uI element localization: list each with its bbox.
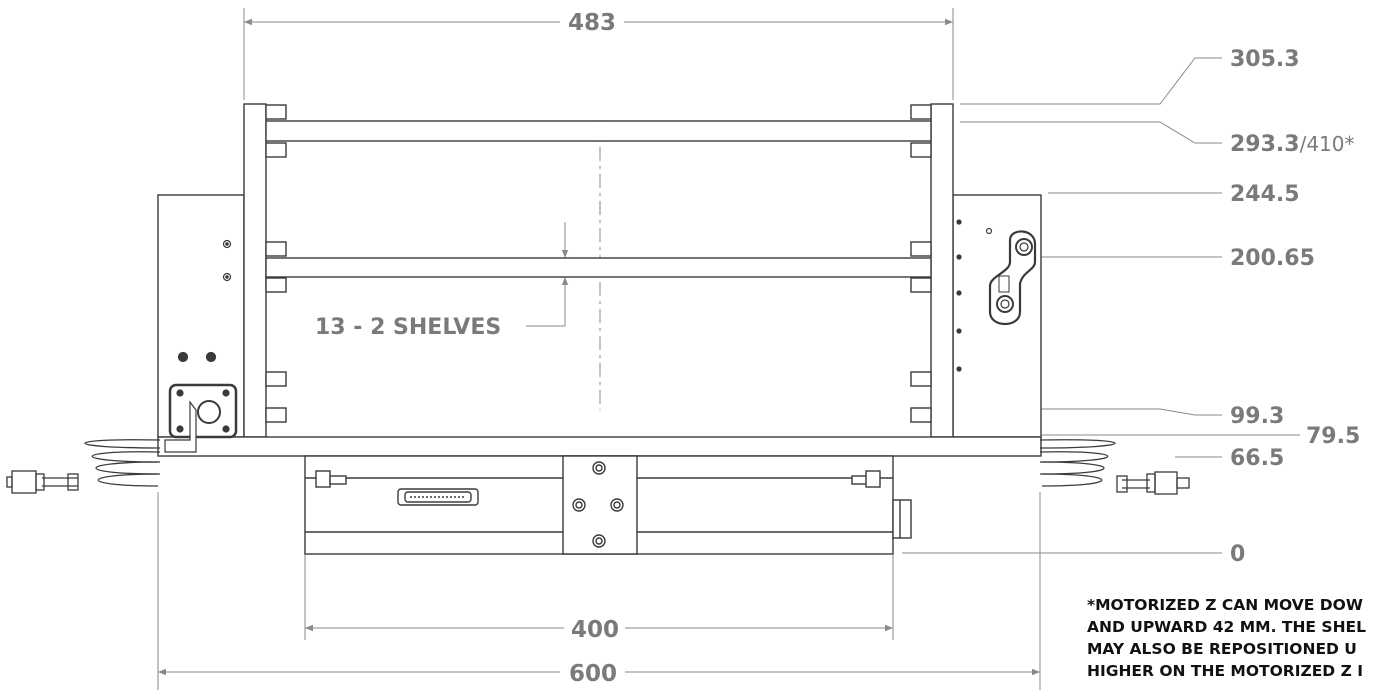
dim-305-3: 305.3 [1230, 47, 1300, 72]
note-line-1: *MOTORIZED Z CAN MOVE DOW [1087, 596, 1363, 614]
dim-293-3-suffix: /410* [1300, 132, 1355, 156]
left-upright [243, 103, 267, 438]
dim-293-3: 293.3/410* [1230, 132, 1355, 157]
dim-200-65: 200.65 [1230, 246, 1315, 271]
right-cable [1039, 439, 1190, 495]
left-side-panel [157, 194, 245, 438]
motorized-stage [304, 455, 912, 555]
dim-244-5: 244.5 [1230, 182, 1300, 207]
frame [157, 103, 1042, 457]
dim-483: 483 [568, 10, 616, 36]
note-line-2: AND UPWARD 42 MM. THE SHEL [1087, 618, 1366, 636]
dim-79-5: 79.5 [1306, 424, 1360, 449]
dim-400: 400 [571, 617, 619, 643]
dim-0: 0 [1230, 542, 1245, 567]
right-side-panel [952, 194, 1042, 438]
dim-600: 600 [569, 661, 617, 687]
right-panel-details [956, 219, 1037, 372]
left-panel-details [164, 239, 238, 453]
dim-293-3-value: 293.3 [1230, 132, 1300, 157]
note-line-4: HIGHER ON THE MOTORIZED Z I [1087, 662, 1363, 680]
motorized-z-note: *MOTORIZED Z CAN MOVE DOW AND UPWARD 42 … [1087, 594, 1396, 682]
base-plate [157, 436, 1042, 457]
dim-99-3: 99.3 [1230, 404, 1284, 429]
dimension-lines [157, 8, 1300, 690]
note-line-3: MAY ALSO BE REPOSITIONED U [1087, 640, 1357, 658]
dim-66-5: 66.5 [1230, 446, 1284, 471]
dimension-labels: 483 400 600 305.3 293.3/410* 244.5 200.6… [315, 10, 1360, 687]
dim-shelves: 13 - 2 SHELVES [315, 315, 501, 340]
right-upright [930, 103, 954, 438]
lower-shelf [265, 257, 932, 278]
left-cable [6, 439, 161, 494]
upper-shelf [265, 120, 932, 142]
